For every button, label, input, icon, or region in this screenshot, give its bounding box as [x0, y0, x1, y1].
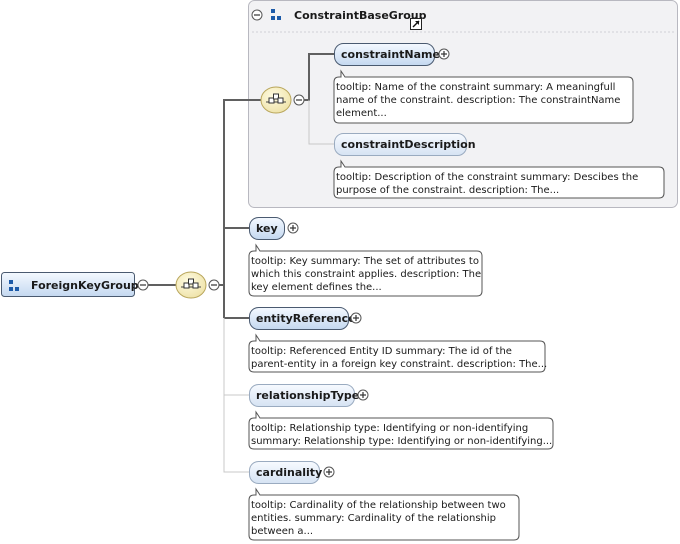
inner-sequence-branch-optional: [308, 100, 334, 145]
root-group-icon: [9, 280, 19, 291]
shortcut-arrow-icon[interactable]: [410, 18, 422, 30]
tooltip-text-relationshiptype: tooltip: Relationship type: Identifying …: [251, 423, 552, 447]
sequence-branch-required: [219, 99, 262, 319]
element-box-constraintdescription[interactable]: [334, 133, 467, 156]
sequence-collapse-button[interactable]: [208, 279, 220, 291]
tooltip-bubble-constraintdescription: [333, 159, 665, 199]
tooltip-text-entityreference: tooltip: Referenced Entity ID summary: T…: [251, 346, 547, 370]
tooltip-bubble-key: [248, 243, 483, 297]
cardinality-expand-button[interactable]: [323, 466, 335, 478]
element-label-relationshiptype: relationshipType: [256, 389, 359, 402]
tooltip-bubble-relationshiptype: [248, 410, 554, 450]
relationshiptype-expand-button[interactable]: [357, 389, 369, 401]
tooltip-bubble-constraintname: [333, 69, 634, 124]
inner-sequence-collapse-button[interactable]: [293, 94, 305, 106]
element-label-entityreference: entityReference: [256, 312, 356, 325]
group-title: ConstraintBaseGroup: [294, 9, 427, 22]
element-label-key: key: [256, 222, 278, 235]
root-collapse-button[interactable]: [137, 279, 149, 291]
key-expand-button[interactable]: [287, 222, 299, 234]
element-box-entityreference[interactable]: [249, 307, 349, 330]
tooltip-bubble-entityreference: [248, 333, 546, 373]
element-box-constraintname[interactable]: [334, 43, 435, 66]
root-element-box[interactable]: [1, 272, 135, 297]
element-label-cardinality: cardinality: [256, 466, 322, 479]
entityreference-expand-button[interactable]: [350, 312, 362, 324]
element-box-key[interactable]: [249, 217, 285, 240]
sequence-branch-optional: [223, 318, 249, 473]
element-box-relationshiptype[interactable]: [249, 384, 355, 407]
tooltip-text-constraintdescription: tooltip: Description of the constraint s…: [336, 172, 641, 196]
inner-sequence-branch-required: [304, 53, 334, 101]
group-collapse-button[interactable]: [251, 9, 263, 21]
inner-sequence-compositor-icon[interactable]: [260, 86, 292, 114]
constraintname-expand-button[interactable]: [438, 48, 450, 60]
tooltip-text-constraintname: tooltip: Name of the constraint summary:…: [336, 82, 624, 119]
tooltip-text-key: tooltip: Key summary: The set of attribu…: [251, 256, 484, 293]
group-icon: [271, 9, 281, 20]
element-label-constraintname: constraintName: [341, 48, 440, 61]
element-label-constraintdescription: constraintDescription: [341, 138, 476, 151]
sequence-compositor-icon[interactable]: [175, 271, 207, 299]
tooltip-bubble-cardinality: [248, 487, 520, 541]
root-element-label: ForeignKeyGroup: [31, 279, 139, 292]
element-box-cardinality[interactable]: [249, 461, 320, 484]
tooltip-text-cardinality: tooltip: Cardinality of the relationship…: [251, 500, 509, 537]
